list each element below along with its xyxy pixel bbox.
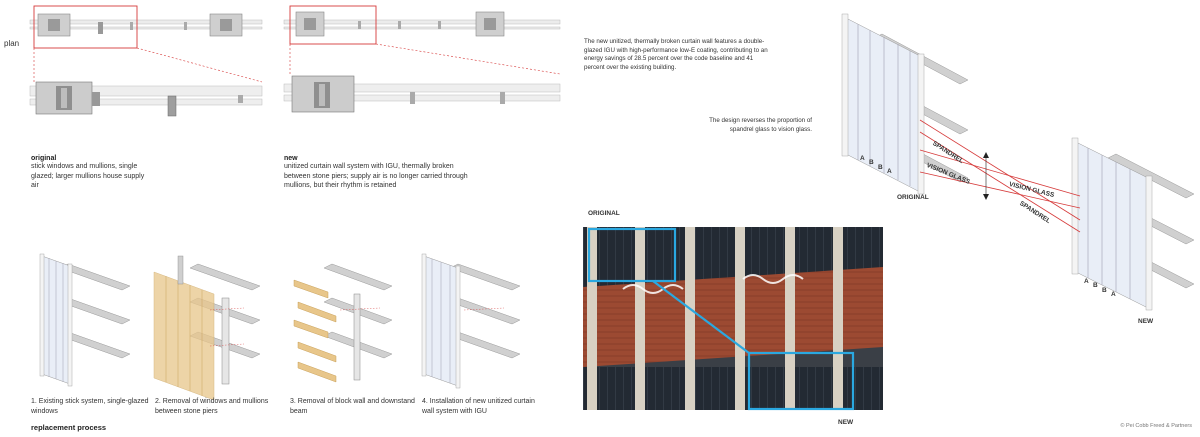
new-body: unitized curtain wall system with IGU, t… xyxy=(284,163,468,189)
bay-letter-original-3: B xyxy=(878,164,883,171)
process-title: replacement process xyxy=(31,423,107,432)
photo-new-label: NEW xyxy=(838,419,854,426)
process-step-1: 1. Existing stick system, single-glazed … xyxy=(31,398,149,415)
bay-letter-original-1: A xyxy=(860,155,865,162)
plan-detail-original xyxy=(29,5,263,117)
photo-original-label: ORIGINAL xyxy=(588,210,620,217)
bay-letter-new-4: A xyxy=(1111,291,1116,298)
new-caption: new unitized curtain wall system with IG… xyxy=(284,155,474,191)
process-step-3: 3. Removal of block wall and downstand b… xyxy=(290,398,415,415)
building-photo xyxy=(583,227,883,411)
intro-text: The new unitized, thermally broken curta… xyxy=(584,38,768,71)
original-caption: original stick windows and mullions, sin… xyxy=(31,155,151,191)
reverse-text: The design reverses the proportion of sp… xyxy=(709,117,812,133)
process-step-4: 4. Installation of new unitized curtain … xyxy=(422,398,535,415)
plan-detail-new xyxy=(283,5,561,113)
original-body: stick windows and mullions, single glaze… xyxy=(31,163,145,189)
process-step-3-illustration xyxy=(293,263,393,383)
curtain-wall-original-illustration xyxy=(841,13,969,195)
process-step-4-illustration xyxy=(421,253,521,389)
diagram-original-label: ORIGINAL xyxy=(897,194,929,201)
new-title: new xyxy=(284,155,298,162)
plan-label: plan xyxy=(4,39,20,48)
bay-letter-new-2: B xyxy=(1093,282,1098,289)
bay-letter-original-2: B xyxy=(869,159,874,166)
process-step-2: 2. Removal of windows and mullions betwe… xyxy=(155,398,269,415)
bay-letter-new-3: B xyxy=(1102,287,1107,294)
bay-letter-original-4: A xyxy=(887,168,892,175)
process-step-2-illustration xyxy=(153,255,261,401)
bay-letter-new-1: A xyxy=(1084,278,1089,285)
spandrel-vision-connector xyxy=(919,119,1081,233)
diagram-new-label: NEW xyxy=(1138,318,1154,325)
process-step-1-illustration xyxy=(39,253,131,387)
curtain-wall-new-illustration xyxy=(1071,137,1195,311)
copyright-credit: © Pei Cobb Freed & Partners xyxy=(1120,423,1192,429)
original-title: original xyxy=(31,155,57,162)
